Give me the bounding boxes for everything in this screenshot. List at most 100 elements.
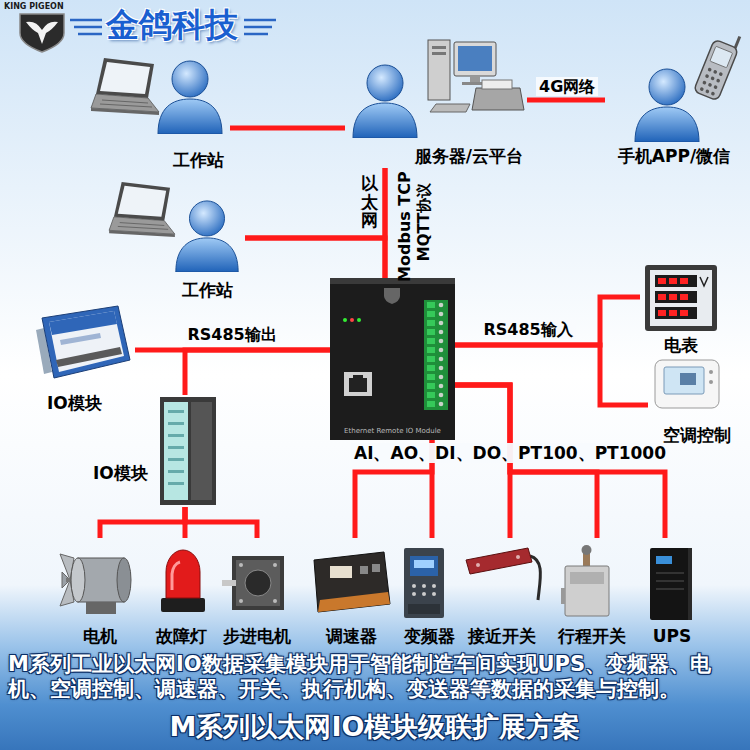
workstation-node: 工作站 [90,55,230,172]
thermostat-icon [655,360,719,408]
rack-io-icon [168,422,184,425]
meter-icon [658,278,666,284]
signal-wire [245,238,385,278]
speed-governor-icon [314,552,390,612]
rack-io-icon [168,434,184,437]
phone-icon [716,78,721,83]
dam-module-icon [49,311,124,372]
server-icon [428,40,450,100]
rack-io-icon [164,402,188,500]
meter-icon [655,291,697,303]
meter-icon [655,275,697,287]
thermostat-icon [680,373,696,385]
io-module-icon [427,374,435,380]
limit-switch-icon [565,566,609,616]
device-label: UPS [653,626,692,646]
io-module-icon [439,366,444,371]
protocol-label: Modbus TCP [394,171,413,282]
device-label: 空调控制 [663,425,731,445]
io-module-icon [349,378,367,392]
limit-switch-icon [570,572,604,584]
device-label: 工作站 [182,280,233,300]
io-module-icon [427,320,435,326]
workstation-icon [176,201,238,272]
speed-governor-icon [360,566,368,574]
motor-icon [71,558,85,602]
io-module-icon [350,318,354,322]
limit-switch-icon [582,545,592,555]
phone-icon [718,72,723,77]
io-module-icon [427,365,435,371]
ups-icon [650,548,690,620]
protocol-label: MQTT协议 [415,183,433,262]
logo-stripes [244,19,276,22]
signal-wire [245,168,385,238]
device-label: 电表 [664,335,698,355]
rack-io-icon [168,410,184,413]
rack-io-icon [168,458,184,461]
io-module-icon [424,300,448,410]
device-label: 故障灯 [156,626,207,646]
io-module-icon [344,372,372,396]
stepper-motor-icon [273,599,277,603]
workstation-icon [109,182,175,237]
inverter-icon [432,592,436,596]
ups-icon [656,580,684,582]
meter-icon [669,278,677,284]
stepper-motor-icon [222,556,284,610]
stepper-motor-icon [239,563,243,567]
stepper-motor-icon [245,570,271,596]
motor-icon [117,558,131,602]
io-module-icon [353,375,363,379]
meter-icon [700,277,708,286]
speed-governor-icon [330,566,352,578]
meter-node: 电表 [640,262,722,357]
network-label: 以太网 [361,174,378,230]
signal-wire [455,345,648,405]
phone-icon [702,80,707,85]
server-icon [458,46,492,71]
logo-stripes [244,26,272,29]
dam-module-icon [60,333,101,345]
proximity-switch-icon [466,548,532,574]
device-node: 调速器 [310,538,392,648]
io-module-icon [439,393,444,398]
device-label: 接近开关 [468,626,536,646]
thermostat-node: 空调控制 [648,355,745,447]
ups-icon [656,556,672,564]
speed-governor-icon [314,552,390,612]
proximity-switch-icon [466,548,540,600]
phone-icon [713,70,718,75]
meter-icon [669,294,677,300]
logo-stripes [70,19,102,22]
device-node: UPS [640,538,704,648]
io-module-icon [439,339,444,344]
io-module-icon [439,375,444,380]
phone-icon [705,89,710,94]
io-module-icon [439,402,444,407]
io-module-icon [439,303,444,308]
limit-switch-icon [561,588,565,604]
device-node: 接近开关 [462,538,542,648]
thermostat-icon [709,370,713,374]
proximity-switch-icon [516,555,520,559]
phone-icon [699,87,704,92]
meter-icon [658,294,666,300]
inverter-icon [412,584,416,588]
rack-io-icon [168,470,184,473]
limit-switch-icon [561,545,609,616]
device-label: 工作站 [173,150,224,170]
io-module-icon [427,329,435,335]
signal-wire [455,297,640,345]
ups-icon [656,588,684,590]
inverter-icon [422,584,426,588]
device-label: IO模块 [47,393,102,413]
device-label: 手机APP/微信 [618,146,730,166]
stepper-motor-icon [239,599,243,603]
proximity-switch-icon [530,556,540,600]
io-module-icon [439,348,444,353]
server-icon [470,76,480,82]
device-node: 故障灯 [148,538,214,648]
rack-io-icon [168,482,184,485]
